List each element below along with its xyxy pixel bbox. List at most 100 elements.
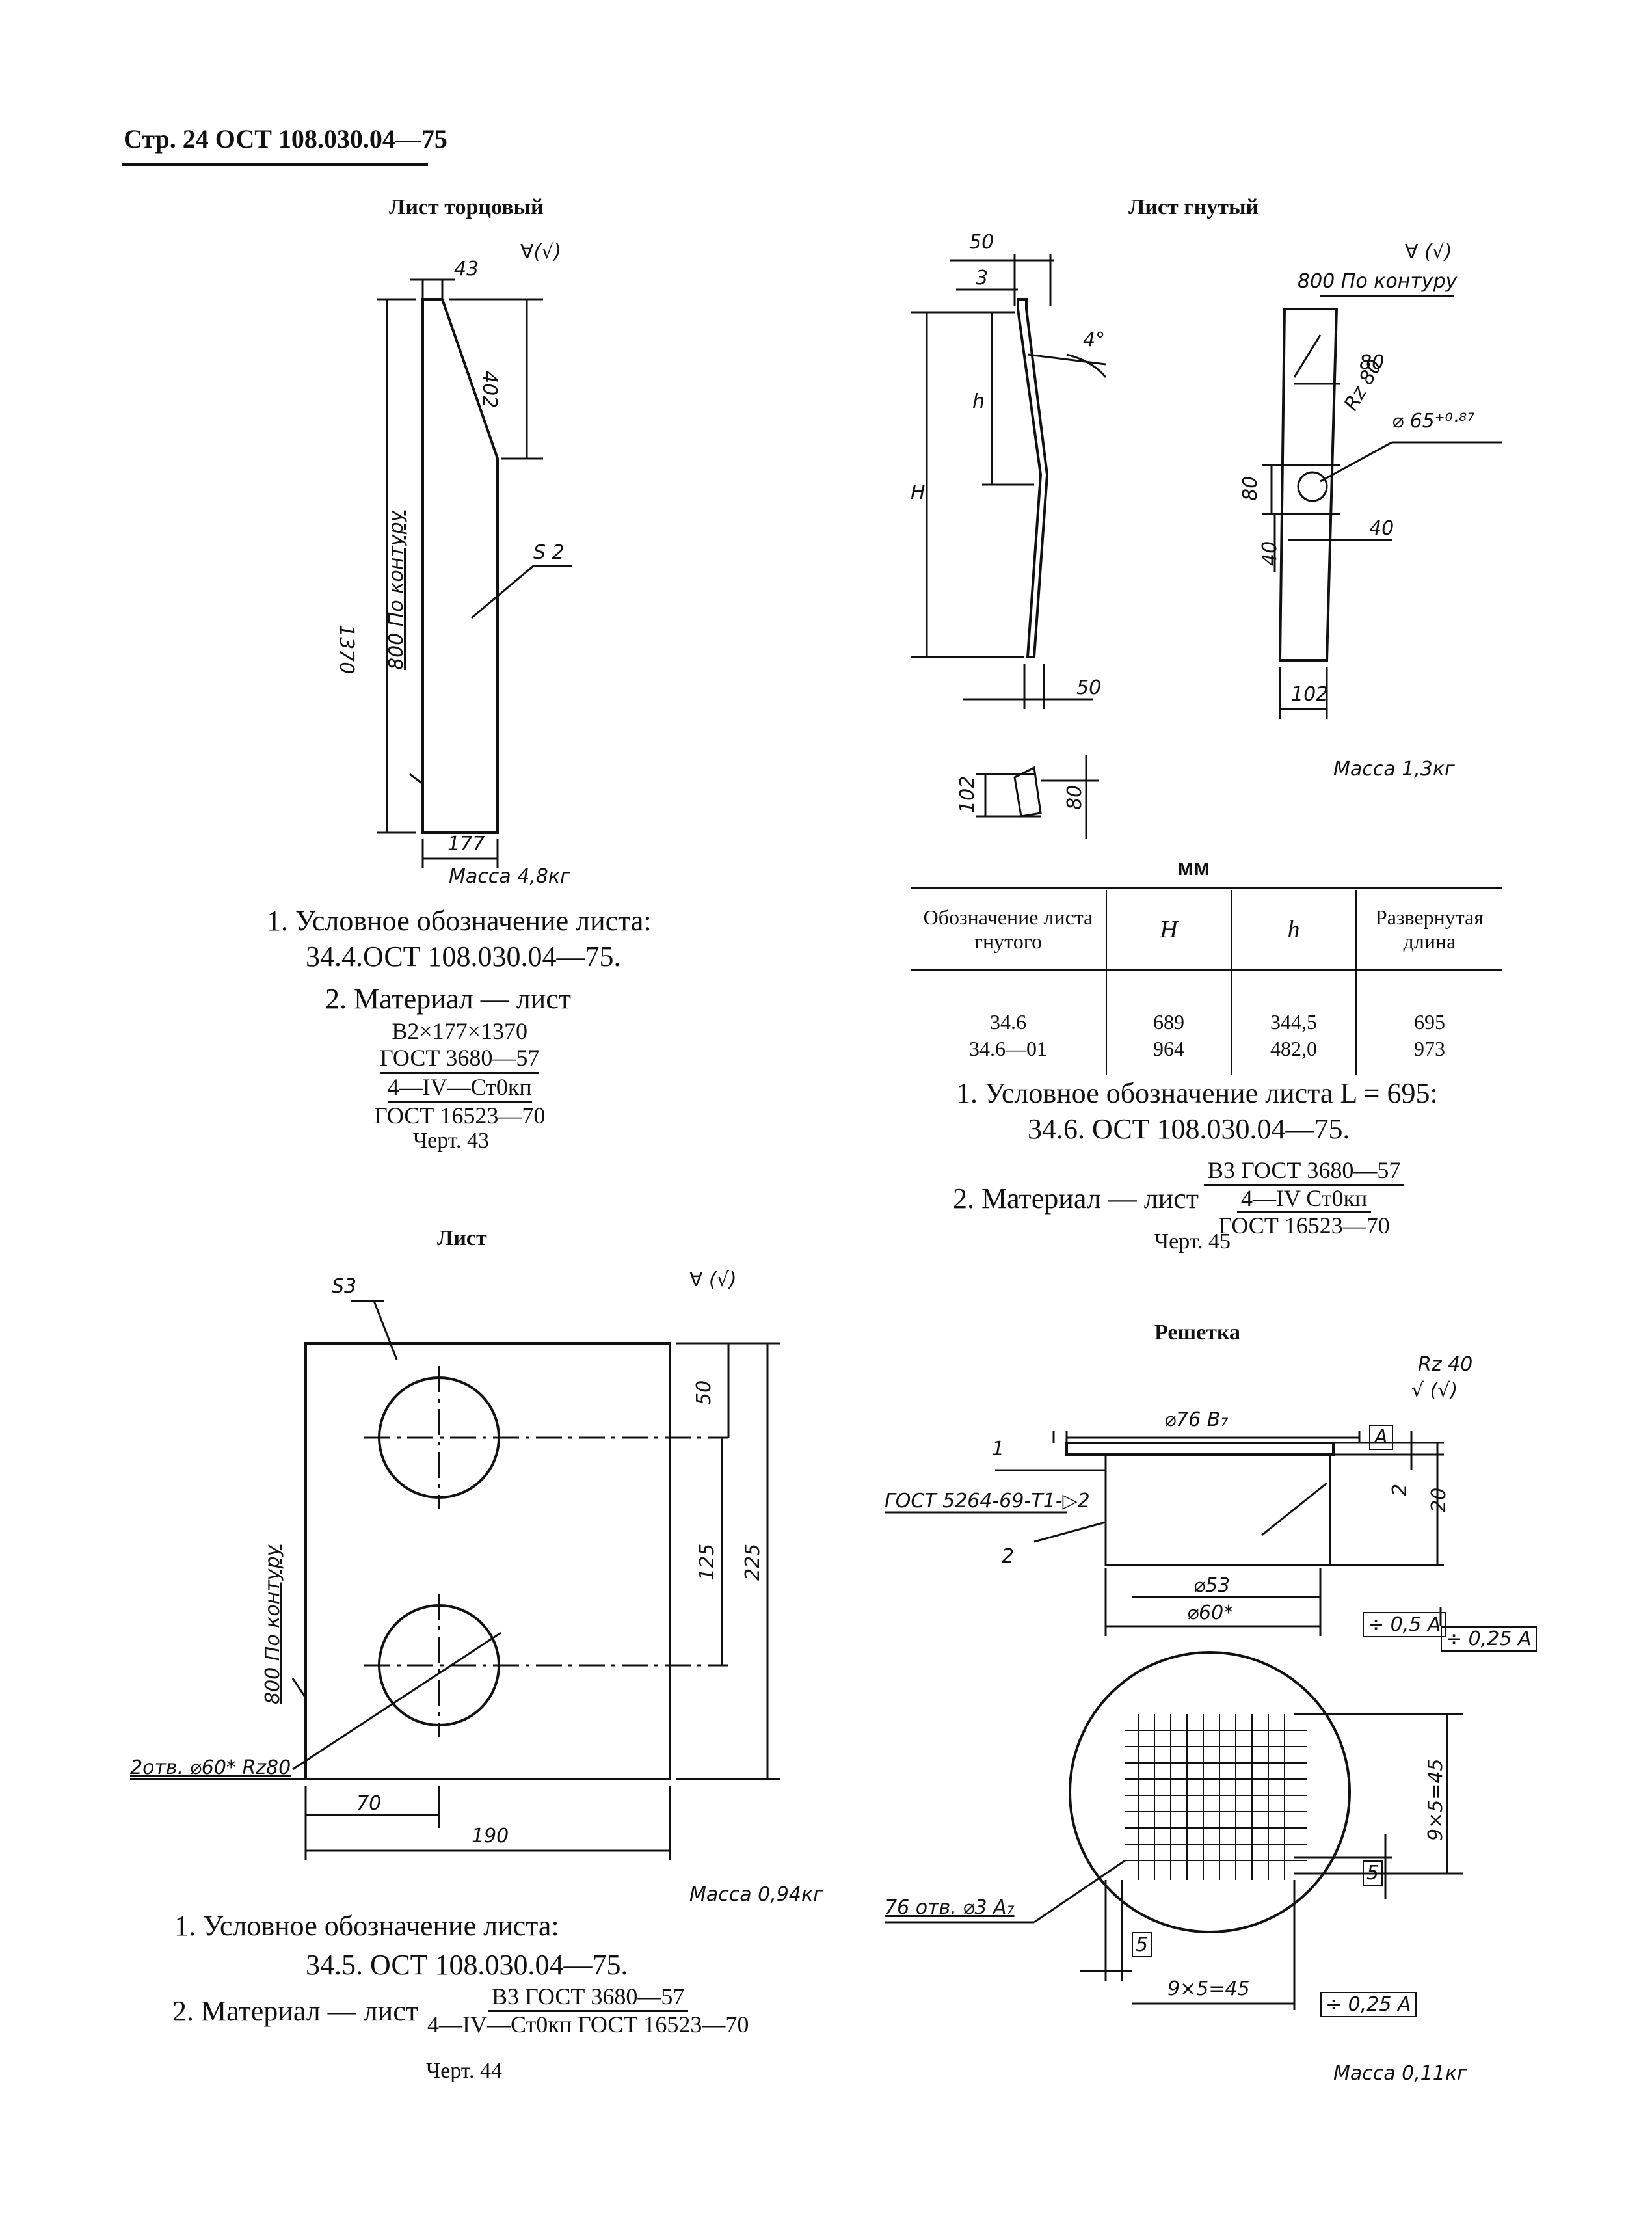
fig44-roughness: ∀ (√) bbox=[689, 1268, 737, 1291]
fig43-drawing bbox=[377, 278, 572, 868]
fig43-f3: 4—IV—Ст0кп bbox=[387, 1074, 532, 1103]
fig43-f2: ГОСТ 3680—57 bbox=[380, 1045, 540, 1074]
fig44-mass: Масса 0,94кг bbox=[689, 1883, 823, 1906]
fig45-drawing bbox=[911, 254, 1502, 889]
fig43-note1-l1: 1. Условное обозначение листа: bbox=[267, 905, 652, 937]
fig45-note2: 2. Материал — лист В3 ГОСТ 3680—57 4—IV … bbox=[953, 1157, 1405, 1239]
fig43-note2-l1: 2. Материал — лист bbox=[325, 983, 571, 1015]
fig45-mass: Масса 1,3кг bbox=[1333, 758, 1455, 781]
fig44-caption: Черт. 44 bbox=[426, 2059, 503, 2083]
fig44-frac-num: В3 ГОСТ 3680—57 bbox=[487, 1983, 689, 2012]
fig43-title: Лист торцовый bbox=[389, 195, 544, 219]
table-spacer bbox=[911, 970, 1502, 1009]
fig46-roughness: √ (√) bbox=[1411, 1379, 1458, 1402]
fig45-dim-w80: 80 bbox=[1359, 351, 1385, 374]
fig45-dim-v40: 40 bbox=[1259, 541, 1281, 566]
fig43-thickness: S 2 bbox=[533, 541, 565, 564]
fig45-frac-den: 4—IV Ст0кп bbox=[1236, 1185, 1372, 1214]
fig44-note2: 2. Материал — лист В3 ГОСТ 3680—57 4—IV—… bbox=[172, 1983, 749, 2037]
fig45-material-fraction: В3 ГОСТ 3680—57 4—IV Ст0кп ГОСТ 16523—70 bbox=[1203, 1157, 1405, 1239]
fig46-mass: Масса 0,11кг bbox=[1333, 2062, 1467, 2085]
fig45-roughness: ∀ (√) bbox=[1405, 241, 1452, 263]
fig44-dim-190: 190 bbox=[472, 1825, 509, 1847]
fig45-dim-v80: 80 bbox=[1239, 476, 1262, 501]
fig45-caption: Черт. 45 bbox=[1154, 1229, 1231, 1254]
fig43-contour: 800 По контуру bbox=[385, 510, 408, 670]
fig45-dim-h: h bbox=[972, 390, 985, 413]
fig44-dim-125: 125 bbox=[696, 1543, 719, 1581]
fig45-dim-H: H bbox=[911, 481, 926, 504]
fig46-tol-1: ÷ 0,5 A bbox=[1363, 1612, 1446, 1637]
fig44-drawing bbox=[130, 1300, 780, 1860]
fig44-material-fraction: В3 ГОСТ 3680—57 4—IV—Ст0кп ГОСТ 16523—70 bbox=[427, 1983, 749, 2037]
fig44-dim-225: 225 bbox=[741, 1543, 764, 1581]
table-cell: 964 bbox=[1106, 1036, 1231, 1075]
fig46-grid-vertical: 9×5=45 bbox=[1424, 1758, 1447, 1841]
fig46-roughness-rz: Rz 40 bbox=[1418, 1353, 1473, 1376]
table-header: H bbox=[1106, 890, 1231, 971]
fig45-frac-den2: ГОСТ 16523—70 bbox=[1218, 1213, 1390, 1239]
table-cell: 34.6 bbox=[990, 1010, 1026, 1034]
table-cell: 689 bbox=[1106, 1009, 1231, 1036]
fig43-note1-l2: 34.4.ОСТ 108.030.04—75. bbox=[306, 941, 621, 973]
fig46-holes: 76 отв. ⌀3 А₇ bbox=[885, 1896, 1015, 1919]
fig44-contour: 800 По контуру bbox=[261, 1544, 284, 1704]
table-row: 34.6—01 964 482,0 973 bbox=[911, 1036, 1502, 1075]
fig46-dim-53: ⌀53 bbox=[1193, 1574, 1231, 1597]
fig43-f1: В2×177×1370 bbox=[392, 1018, 527, 1044]
fig46-grid-horizontal: 9×5=45 bbox=[1167, 1978, 1250, 2000]
table-cell: 344,5 bbox=[1231, 1009, 1356, 1036]
fig43-dim-side: 402 bbox=[478, 371, 501, 409]
header-rule bbox=[122, 163, 428, 166]
fig44-note1-l1: 1. Условное обозначение листа: bbox=[174, 1910, 559, 1942]
fig45-note2-pre: 2. Материал — лист bbox=[953, 1182, 1199, 1215]
fig45-note1-l2: 34.6. ОСТ 108.030.04—75. bbox=[1028, 1113, 1350, 1145]
fig44-dim-50: 50 bbox=[693, 1380, 715, 1405]
fig45-dim-top50: 50 bbox=[969, 231, 994, 254]
fig45-dim-s102: 102 bbox=[956, 775, 979, 813]
fig46-callout-2: 2 bbox=[1002, 1545, 1015, 1568]
fig43-f4: ГОСТ 16523—70 bbox=[374, 1103, 546, 1129]
fig46-dim-5b: 5 bbox=[1132, 1932, 1152, 1957]
fig46-dim-2: 2 bbox=[1389, 1483, 1411, 1496]
fig45-frac-num: В3 ГОСТ 3680—57 bbox=[1203, 1157, 1405, 1186]
fig46-datum-a: A bbox=[1369, 1425, 1393, 1450]
fig44-note2-pre: 2. Материал — лист bbox=[172, 1994, 418, 2027]
fig45-dim-s80: 80 bbox=[1063, 785, 1086, 810]
fig45-contour: 800 По контуру bbox=[1298, 270, 1458, 293]
fig46-tol-2: ÷ 0,25 A bbox=[1441, 1626, 1537, 1652]
fig45-dim-angle: 4° bbox=[1083, 329, 1106, 351]
fig45-title: Лист гнутый bbox=[1128, 195, 1259, 219]
table-header: Развернутая длина bbox=[1355, 890, 1502, 971]
table-header-row: Обозначение листа гнутого H h Развернута… bbox=[911, 890, 1502, 971]
fig43-material-stack: В2×177×1370 ГОСТ 3680—57 4—IV—Ст0кп ГОСТ… bbox=[374, 1018, 545, 1130]
fig44-dim-70: 70 bbox=[356, 1792, 382, 1815]
fig46-callout-1: 1 bbox=[992, 1438, 1005, 1460]
fig46-title: Решетка bbox=[1154, 1321, 1240, 1345]
table-cell: 34.6—01 bbox=[969, 1037, 1047, 1060]
fig44-thickness: S3 bbox=[332, 1275, 357, 1298]
table-row: 34.6 689 344,5 695 bbox=[911, 1009, 1502, 1036]
fig43-roughness: ∀(√) bbox=[520, 241, 562, 263]
fig46-dim-76: ⌀76 В₇ bbox=[1164, 1408, 1229, 1431]
fig45-dim-w40: 40 bbox=[1369, 517, 1394, 540]
fig44-note1-l2: 34.5. ОСТ 108.030.04—75. bbox=[306, 1949, 628, 1981]
table-cell: 695 bbox=[1355, 1009, 1502, 1036]
fig43-mass: Масса 4,8кг bbox=[449, 865, 570, 888]
fig45-dim-3: 3 bbox=[976, 267, 989, 289]
hole-grid bbox=[1125, 1714, 1307, 1880]
fig44-title: Лист bbox=[437, 1226, 487, 1250]
table-header: h bbox=[1231, 890, 1356, 971]
fig46-dim-5a: 5 bbox=[1363, 1860, 1383, 1886]
fig43-dim-height: 1370 bbox=[335, 624, 358, 675]
fig45-table: Обозначение листа гнутого H h Развернута… bbox=[911, 890, 1502, 1075]
fig44-frac-den: 4—IV—Ст0кп ГОСТ 16523—70 bbox=[427, 2011, 749, 2037]
page-header: Стр. 24 ОСТ 108.030.04—75 bbox=[124, 124, 447, 154]
fig46-weld: ГОСТ 5264-69-Т1-▷2 bbox=[885, 1490, 1090, 1512]
fig45-unit: мм bbox=[1177, 855, 1210, 880]
fig46-dim-20: 20 bbox=[1428, 1487, 1450, 1512]
fig43-dim-width: 177 bbox=[447, 833, 485, 855]
table-cell: 973 bbox=[1355, 1036, 1502, 1075]
fig45-note1-l1: 1. Условное обозначение листа L = 695: bbox=[956, 1077, 1438, 1109]
